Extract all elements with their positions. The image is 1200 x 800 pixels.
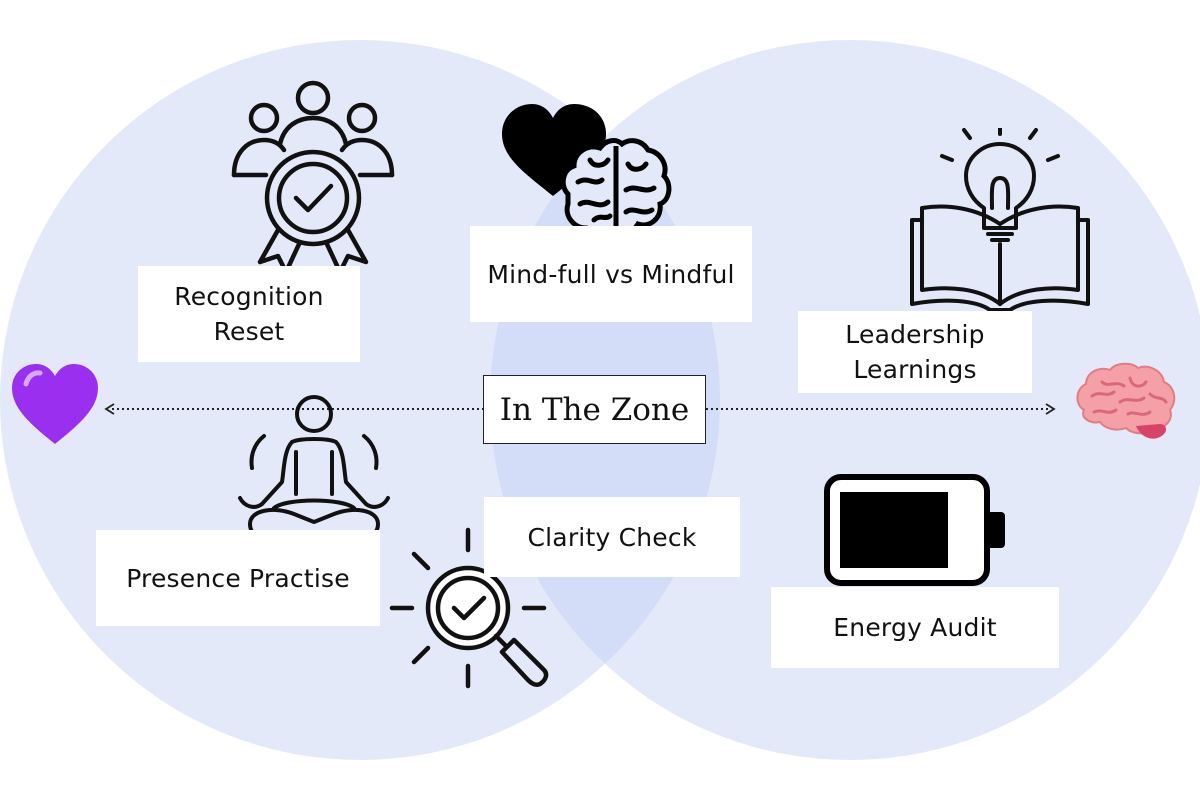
topic-card-clarity-check: Clarity Check bbox=[484, 497, 740, 577]
arrowhead-right bbox=[1045, 403, 1056, 415]
topic-label-line: Leadership bbox=[845, 320, 985, 349]
topic-label-line: Mind-full vs Mindful bbox=[487, 259, 735, 289]
topic-label-line: Reset bbox=[213, 317, 285, 346]
battery-icon bbox=[824, 474, 1005, 586]
topic-label-line: Recognition bbox=[174, 282, 324, 311]
pink-brain-icon bbox=[1076, 362, 1176, 439]
topic-label-line: Presence Practise bbox=[126, 563, 350, 593]
topic-label-line: Learnings bbox=[853, 355, 977, 384]
magnifier-check-icon bbox=[389, 527, 549, 689]
center-title-box: In The Zone bbox=[483, 375, 706, 444]
arrowhead-left bbox=[104, 403, 115, 415]
heart-brain-icon bbox=[502, 104, 672, 240]
open-book-lightbulb-icon bbox=[910, 128, 1090, 312]
topic-card-energy-audit: Energy Audit bbox=[771, 587, 1059, 668]
circle-overlap bbox=[490, 40, 720, 760]
topic-card-mindfull-vs-mindful: Mind-full vs Mindful bbox=[470, 226, 752, 322]
purple-heart-icon bbox=[12, 364, 98, 444]
topic-label-line: Clarity Check bbox=[527, 522, 697, 552]
topic-label-line: Energy Audit bbox=[833, 613, 997, 642]
team-award-ribbon-icon bbox=[231, 80, 395, 275]
topic-card-leadership-learnings: Leadership Learnings bbox=[798, 311, 1032, 393]
topic-card-presence-practise: Presence Practise bbox=[96, 530, 380, 626]
topic-card-recognition-reset: Recognition Reset bbox=[138, 266, 360, 362]
diagram-title: In The Zone bbox=[499, 391, 690, 428]
